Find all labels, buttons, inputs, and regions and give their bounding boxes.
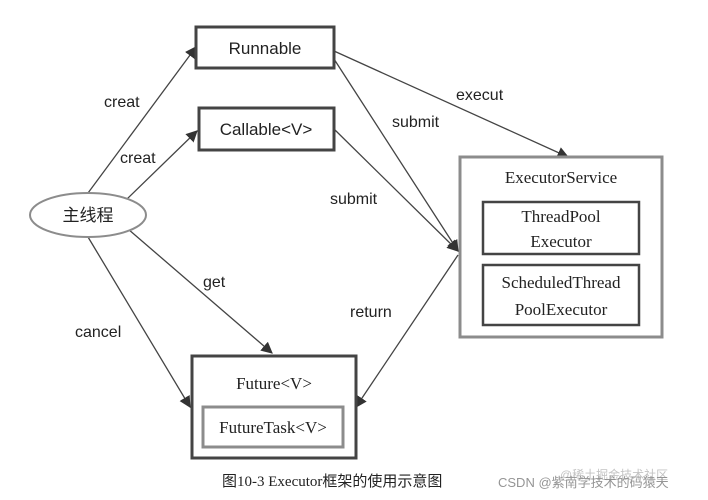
- label-execut: execut: [456, 87, 504, 104]
- edge-submit-callable: [333, 128, 459, 252]
- runnable-label: Runnable: [229, 39, 302, 58]
- watermark-csdn: CSDN @紫南学技术的码猿天: [498, 475, 669, 490]
- edge-submit-runnable: [333, 58, 459, 252]
- callable-label: Callable<V>: [220, 120, 313, 139]
- runnable-node: Runnable: [194, 25, 336, 70]
- edge-labels: creat creat execut submit submit get can…: [75, 87, 504, 341]
- label-creat-runnable: creat: [104, 94, 140, 111]
- thread-pool-executor-label-2: Executor: [530, 232, 592, 251]
- edge-cancel: [87, 236, 191, 409]
- future-node: Future<V> FutureTask<V>: [190, 354, 358, 460]
- label-return: return: [350, 304, 392, 321]
- main-thread-label: 主线程: [63, 206, 114, 225]
- edge-return: [355, 254, 459, 408]
- label-creat-callable: creat: [120, 150, 156, 167]
- edge-creat-runnable: [87, 46, 197, 194]
- edge-get: [127, 228, 273, 354]
- label-get: get: [203, 274, 226, 291]
- label-submit-runnable: submit: [392, 114, 440, 131]
- callable-node: Callable<V>: [197, 106, 336, 152]
- watermark-juejin: @稀土掘金技术社区: [560, 468, 669, 482]
- scheduled-executor-label-1: ScheduledThread: [502, 273, 621, 292]
- edge-execut: [333, 50, 570, 158]
- label-submit-callable: submit: [330, 191, 378, 208]
- label-cancel: cancel: [75, 324, 121, 341]
- future-task-label: FutureTask<V>: [219, 418, 327, 437]
- executor-service-node: ExecutorService ThreadPool Executor Sche…: [458, 155, 664, 339]
- caption-text: 图10-3 Executor框架的使用示意图: [222, 474, 443, 490]
- executor-service-label: ExecutorService: [505, 168, 617, 187]
- thread-pool-executor-label-1: ThreadPool: [521, 207, 601, 226]
- figure-caption: 图10-3 Executor框架的使用示意图 @稀土掘金技术社区 CSDN @紫…: [0, 466, 708, 494]
- scheduled-executor-label-2: PoolExecutor: [515, 300, 608, 319]
- edges: [87, 46, 570, 409]
- edge-creat-callable: [125, 130, 198, 201]
- main-thread-node: 主线程: [29, 192, 147, 238]
- future-label: Future<V>: [236, 374, 312, 393]
